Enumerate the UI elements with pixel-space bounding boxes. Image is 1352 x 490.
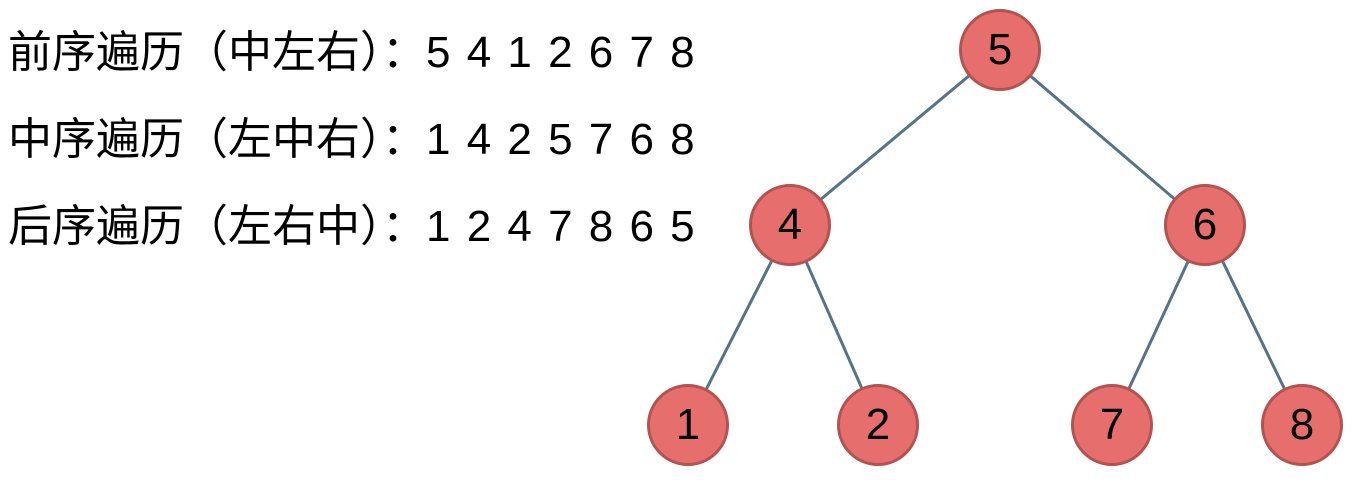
tree-edge-5-4 <box>789 48 1001 227</box>
tree-node-1: 1 <box>647 384 729 466</box>
tree-node-value: 6 <box>1192 200 1218 249</box>
traversal-line-inorder: 中序遍历（左中右）：1 4 2 5 7 6 8 <box>8 115 697 165</box>
tree-node-2: 2 <box>837 384 919 466</box>
tree-node-value: 1 <box>675 400 701 449</box>
traversal-sequence-inorder: 1 4 2 5 7 6 8 <box>426 115 697 164</box>
traversal-sequence-preorder: 5 4 1 2 6 7 8 <box>426 28 697 77</box>
tree-node-value: 8 <box>1289 400 1315 449</box>
tree-edge-5-6 <box>999 48 1206 227</box>
tree-node-5: 5 <box>959 9 1041 91</box>
traversal-label-preorder: 前序遍历（中左右）： <box>8 28 426 77</box>
traversal-label-inorder: 中序遍历（左中右）： <box>8 115 426 164</box>
tree-node-8: 8 <box>1261 384 1343 466</box>
traversal-line-postorder: 后序遍历（左右中）：1 2 4 7 8 6 5 <box>8 202 697 252</box>
tree-node-value: 7 <box>1099 400 1125 449</box>
tree-node-7: 7 <box>1071 384 1153 466</box>
traversal-list: 前序遍历（中左右）：5 4 1 2 6 7 8 中序遍历（左中右）：1 4 2 … <box>8 28 697 289</box>
traversal-line-preorder: 前序遍历（中左右）：5 4 1 2 6 7 8 <box>8 28 697 78</box>
traversal-label-postorder: 后序遍历（左右中）： <box>8 202 426 251</box>
tree-node-value: 5 <box>987 25 1013 74</box>
tree-node-value: 4 <box>777 200 803 249</box>
tree-node-4: 4 <box>749 184 831 266</box>
tree-node-6: 6 <box>1164 184 1246 266</box>
tree-node-value: 2 <box>865 400 891 449</box>
traversal-sequence-postorder: 1 2 4 7 8 6 5 <box>426 202 697 251</box>
